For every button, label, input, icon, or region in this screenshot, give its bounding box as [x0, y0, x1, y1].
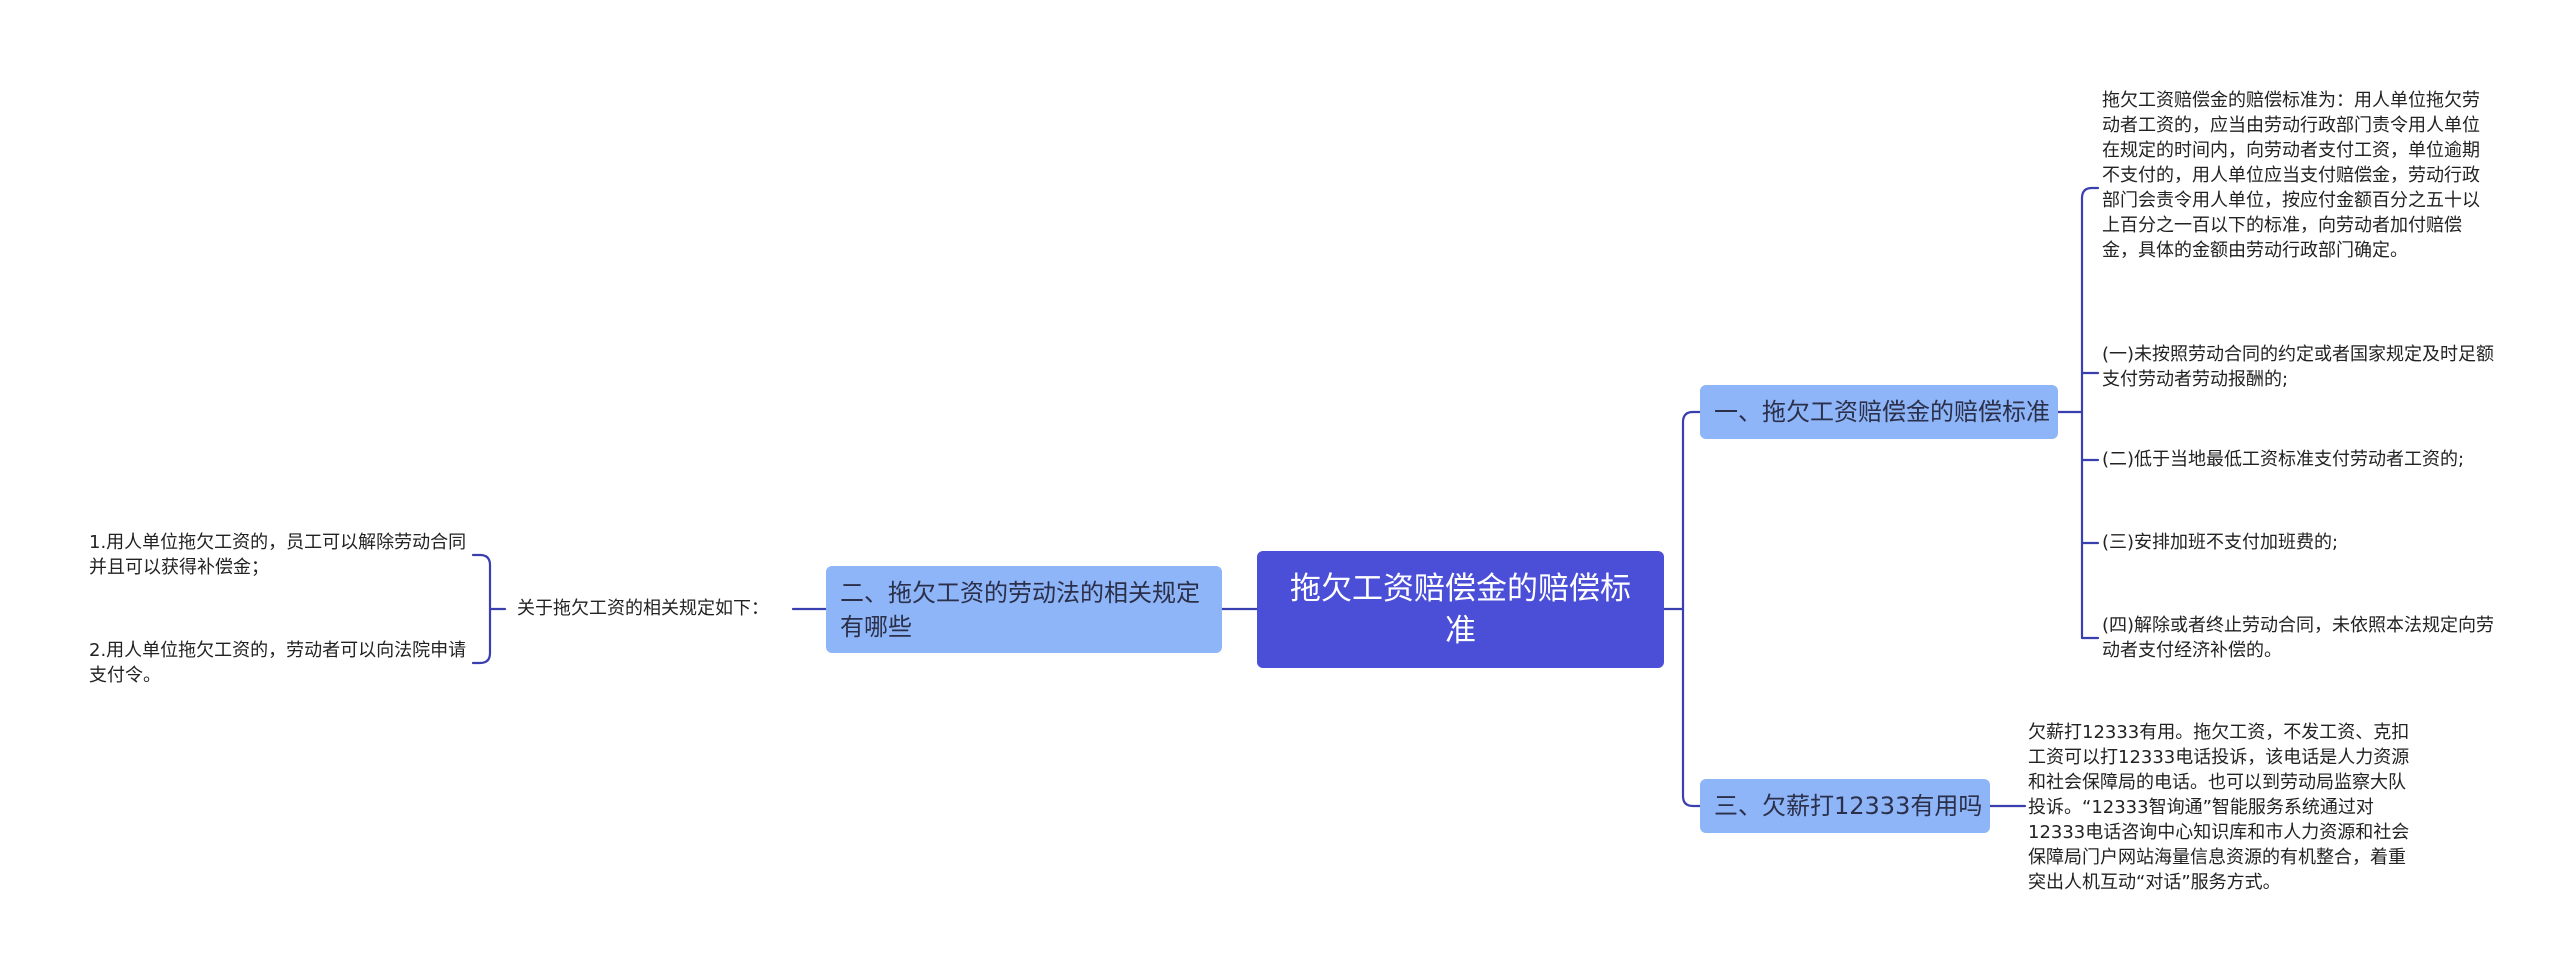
leaf-node[interactable]: 欠薪打12333有用。拖欠工资，不发工资、克扣工资可以打12333电话投诉，该电… — [2028, 720, 2410, 895]
branch-label: 一、拖欠工资赔偿金的赔偿标准 — [1714, 398, 2050, 426]
leaf-node[interactable]: 2.用人单位拖欠工资的，劳动者可以向法院申请支付令。 — [89, 638, 467, 688]
leaf-text: 欠薪打12333有用。拖欠工资，不发工资、克扣工资可以打12333电话投诉，该电… — [2028, 722, 2410, 893]
branch-node-compensation-standard[interactable]: 一、拖欠工资赔偿金的赔偿标准 — [1700, 385, 2058, 439]
root-label: 拖欠工资赔偿金的赔偿标准 — [1290, 570, 1631, 649]
connector-top-leaves — [2056, 186, 2100, 640]
sub-node-provisions-intro[interactable]: 关于拖欠工资的相关规定如下： — [517, 596, 769, 621]
connector-mid-leaves — [471, 553, 507, 665]
leaf-node[interactable]: (三)安排加班不支付加班费的; — [2102, 530, 2497, 555]
leaf-text: (三)安排加班不支付加班费的; — [2102, 532, 2339, 553]
branch-label: 三、欠薪打12333有用吗 — [1714, 792, 1983, 820]
leaf-node[interactable]: (四)解除或者终止劳动合同，未依照本法规定向劳动者支付经济补偿的。 — [2102, 613, 2497, 663]
leaf-text: (四)解除或者终止劳动合同，未依照本法规定向劳动者支付经济补偿的。 — [2102, 615, 2495, 661]
leaf-text: 拖欠工资赔偿金的赔偿标准为：用人单位拖欠劳动者工资的，应当由劳动行政部门责令用人… — [2102, 90, 2480, 261]
sub-node-label: 关于拖欠工资的相关规定如下： — [517, 598, 769, 619]
leaf-text: (二)低于当地最低工资标准支付劳动者工资的; — [2102, 449, 2465, 470]
branch-node-legal-provisions[interactable]: 二、拖欠工资的劳动法的相关规定有哪些 — [826, 566, 1222, 653]
connector-root-right — [1662, 410, 1702, 808]
leaf-text: 1.用人单位拖欠工资的，员工可以解除劳动合同并且可以获得补偿金； — [89, 532, 467, 578]
leaf-node[interactable]: 拖欠工资赔偿金的赔偿标准为：用人单位拖欠劳动者工资的，应当由劳动行政部门责令用人… — [2102, 88, 2497, 263]
branch-node-12333-hotline[interactable]: 三、欠薪打12333有用吗 — [1700, 779, 1990, 833]
leaf-node[interactable]: (二)低于当地最低工资标准支付劳动者工资的; — [2102, 447, 2497, 472]
branch-label: 二、拖欠工资的劳动法的相关规定有哪些 — [840, 578, 1200, 641]
leaf-node[interactable]: 1.用人单位拖欠工资的，员工可以解除劳动合同并且可以获得补偿金； — [89, 530, 467, 580]
root-node[interactable]: 拖欠工资赔偿金的赔偿标准 — [1257, 551, 1664, 668]
leaf-node[interactable]: (一)未按照劳动合同的约定或者国家规定及时足额支付劳动者劳动报酬的; — [2102, 342, 2497, 392]
leaf-text: 2.用人单位拖欠工资的，劳动者可以向法院申请支付令。 — [89, 640, 467, 686]
leaf-text: (一)未按照劳动合同的约定或者国家规定及时足额支付劳动者劳动报酬的; — [2102, 344, 2495, 390]
